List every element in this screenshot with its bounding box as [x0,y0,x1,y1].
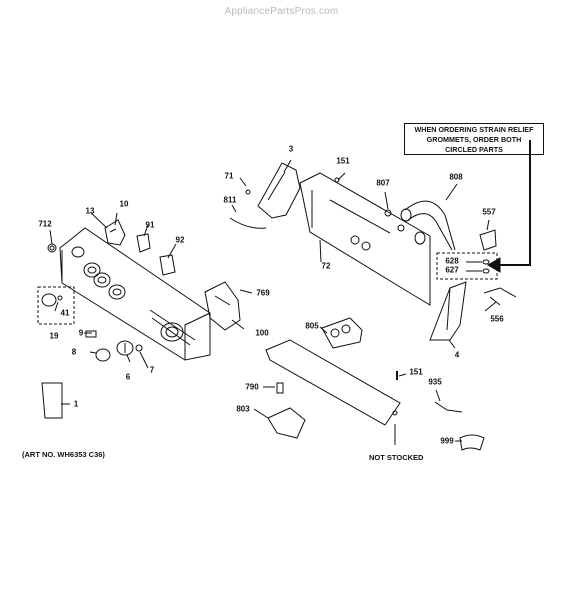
part-number-label: 41 [60,308,70,318]
not-stocked-label: NOT STOCKED [369,453,424,462]
part-999 [459,434,485,451]
control-panel-part [59,227,211,361]
note-line-1: WHEN ORDERING STRAIN RELIEF [414,125,534,134]
part-number-label: 8 [71,347,77,357]
part-3 [257,162,301,219]
part-number-label: 4 [454,350,460,360]
grommet-part [47,243,57,253]
hose-part-808 [404,200,456,251]
part-6 [135,344,143,352]
part-number-label: 9 [78,328,84,338]
part-number-label: 807 [376,178,390,188]
art-number: (ART NO. WH6353 C36) [22,450,105,459]
strain-relief-note: WHEN ORDERING STRAIN RELIEF GROMMETS, OR… [404,123,544,155]
part-number-label: 1 [73,399,79,409]
part-number-label: 3 [288,144,294,154]
part-number-label: 10 [119,199,129,209]
note-line-2: GROMMETS, ORDER BOTH [426,135,522,144]
part-number-label: 712 [38,219,52,229]
part-number-label: 71 [224,171,234,181]
part-number-label: 556 [490,314,504,324]
part-number-label: 628 [445,256,459,266]
part-557 [479,229,497,251]
part-935 [434,401,463,413]
part-9 [85,330,97,338]
part-number-label: 100 [255,328,269,338]
part-number-label: 92 [175,235,185,245]
part-number-label: 999 [440,436,454,446]
part-number-label: 91 [145,220,155,230]
part-number-label: 7 [149,365,155,375]
part-803 [267,407,306,439]
part-number-label: 808 [449,172,463,182]
valve-part-805 [321,317,363,349]
part-number-label: 811 [223,195,237,205]
backsplash-part-72 [299,172,431,306]
part-number-label: 151 [409,367,423,377]
part-number-label: 19 [49,331,59,341]
part-number-label: 557 [482,207,496,217]
part-92 [159,254,176,276]
part-number-label: 6 [125,372,131,382]
part-number-label: 805 [305,321,319,331]
part-91 [136,233,151,253]
part-number-label: 13 [85,206,95,216]
part-811 [229,217,267,229]
part-7 [116,340,134,356]
part-number-label: 151 [336,156,350,166]
part-number-label: 72 [321,261,331,271]
part-4 [429,281,467,341]
part-number-label: 769 [256,288,270,298]
note-arrow [500,140,531,266]
part-556 [483,287,517,306]
part-number-label: 935 [428,377,442,387]
part-100 [204,281,241,331]
part-790 [276,382,284,394]
part-number-label: 790 [245,382,259,392]
rear-bracket [265,339,401,426]
note-line-3: CIRCLED PARTS [445,145,503,154]
knob-group-box [37,286,75,325]
grommet-group-box [436,252,498,280]
part-8 [95,348,111,362]
part-number-label: 627 [445,265,459,275]
part-number-label: 803 [236,404,250,414]
site-watermark: AppliancePartsPros.com [224,6,339,17]
part-1 [41,382,63,419]
